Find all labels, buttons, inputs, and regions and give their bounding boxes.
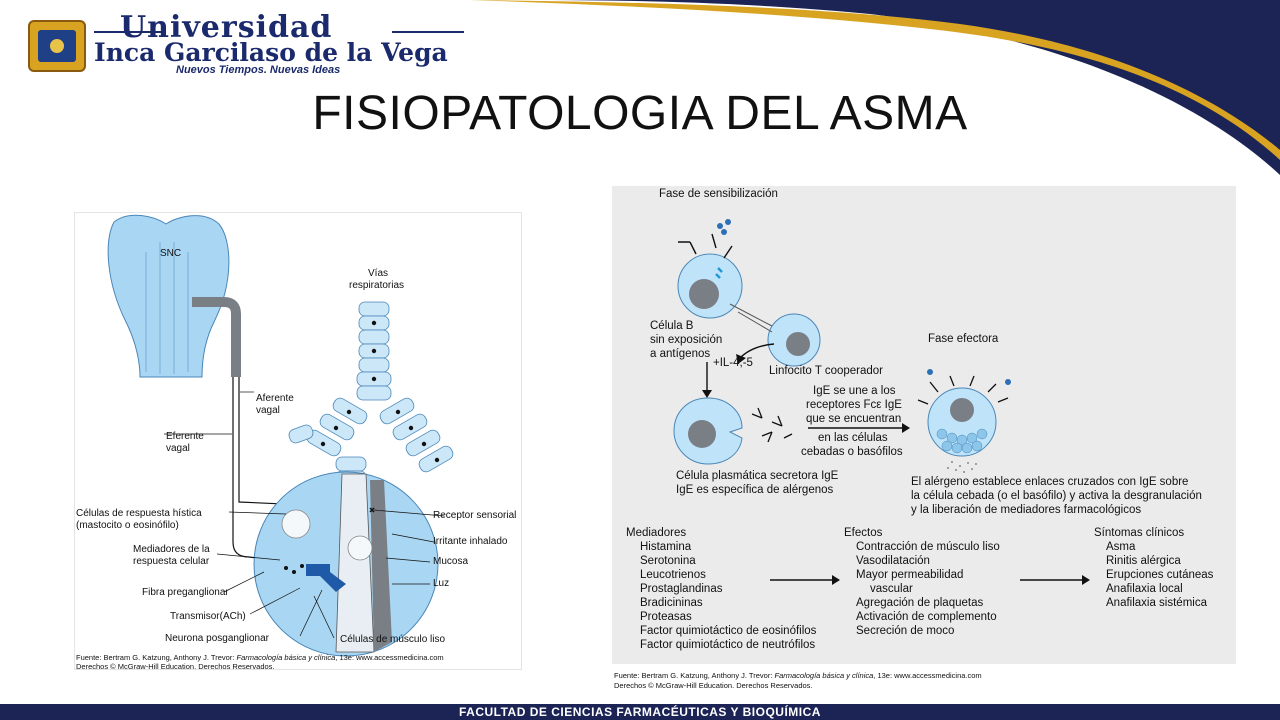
footer-bar [0,704,1280,720]
university-name: Universidad [120,10,333,45]
label-receptor: Receptor sensorial [433,510,517,521]
label-linfocito: Linfocito T cooperador [769,365,884,377]
label-mucosa: Mucosa [433,556,469,567]
list-item: Activación de complemento [856,611,997,623]
efectos-title: Efectos [844,527,883,539]
university-logo [28,20,86,72]
list-item: Bradicininas [640,597,703,609]
right-copyright-line: Derechos © McGraw-Hill Education. Derech… [614,681,813,690]
label-aferente-vagal: vagal [256,405,280,416]
left-source-line: Fuente: Bertram G. Katzung, Anthony J. T… [76,653,444,662]
slide-title: FISIOPATOLOGIA DEL ASMA [312,87,968,140]
list-item: Prostaglandinas [640,583,723,595]
label-mastocito: (mastocito o eosinófilo) [76,520,179,531]
right-source-line: Fuente: Bertram G. Katzung, Anthony J. T… [614,671,982,680]
list-item: Anafilaxia sistémica [1106,597,1207,609]
label-snc: SNC [160,248,182,259]
list-item: Serotonina [640,555,696,567]
list-item: Vasodilatación [856,555,930,567]
list-item: Erupciones cutáneas [1106,569,1214,581]
label-transmisor: Transmisor(ACh) [170,611,246,622]
label-ige-especifica: IgE es específica de alérgenos [676,484,834,496]
list-item: Proteasas [640,611,692,623]
label-eferente-vagal: vagal [166,443,190,454]
list-item: vascular [870,583,913,595]
sintomas-list: Asma Rinitis alérgica Erupciones cutánea… [1106,540,1213,610]
list-item: Anafilaxia local [1106,583,1183,595]
mediadores-title: Mediadores [626,527,687,539]
label-alergeno-1: El alérgeno establece enlaces cruzados c… [911,476,1189,488]
header-rule [94,31,164,33]
label-fase-efectora: Fase efectora [928,333,999,345]
university-slogan: Nuevos Tiempos. Nuevas Ideas [176,64,341,76]
label-respuesta-celular: respuesta celular [133,556,210,567]
label-fase-sensibilizacion: Fase de sensibilización [659,188,778,200]
label-neurona: Neurona posganglionar [165,633,269,644]
label-celula-b: Célula B [650,320,694,332]
label-mediadores: Mediadores de la [133,544,210,555]
list-item: Histamina [640,541,692,553]
label-sin-exposicion: sin exposición [650,334,723,346]
list-item: Agregación de plaquetas [856,597,984,609]
sintomas-title: Síntomas clínicos [1094,527,1185,539]
label-aferente: Aferente [256,393,294,404]
label-ige-une-4: en las células [818,432,888,444]
label-ige-une-1: IgE se une a los [813,385,896,397]
list-item: Rinitis alérgica [1106,555,1181,567]
header-swoosh [430,0,1280,175]
header-rule [392,31,464,33]
immune-response-diagram [673,219,1090,585]
label-celulas-respuesta: Células de respuesta hística [76,508,202,519]
label-alergeno-2: la célula cebada (o el basófilo) y activ… [911,490,1202,502]
label-plasmatica: Célula plasmática secretora IgE [676,470,839,482]
label-luz: Luz [433,578,450,589]
footer-faculty: FACULTAD DE CIENCIAS FARMACÉUTICAS Y BIO… [459,705,821,719]
list-item: Secreción de moco [856,625,955,637]
list-item: Factor quimiotáctico de eosinófilos [640,625,817,637]
list-item: Leucotrienos [640,569,706,581]
label-respiratorias: respiratorias [349,280,405,291]
list-item: Factor quimiotáctico de neutrófilos [640,639,816,651]
label-ige-une-5: cebadas o basófilos [801,446,903,458]
label-ige-une-3: que se encuentran [806,413,902,425]
list-item: Contracción de músculo liso [856,541,1000,553]
left-copyright-line: Derechos © McGraw-Hill Education. Derech… [76,662,275,671]
label-musculo-liso: Células de músculo liso [340,634,446,645]
mediadores-list: Histamina Serotonina Leucotrienos Prosta… [640,540,816,652]
label-il: +IL-4,-5 [713,357,753,369]
label-eferente: Eferente [166,431,204,442]
label-fibra: Fibra preganglionar [142,587,229,598]
label-ige-une-2: receptores Fcε IgE [806,399,902,411]
label-antigenos: a antígenos [650,348,711,360]
neural-pathway-diagram [107,214,454,657]
list-item: Mayor permeabilidad [856,569,964,581]
label-alergeno-3: y la liberación de mediadores farmacológ… [911,504,1142,516]
label-irritante: Irritante inhalado [433,536,508,547]
list-item: Asma [1106,541,1136,553]
label-vias: Vías [368,268,389,279]
efectos-list: Contracción de músculo liso Vasodilataci… [856,540,1000,638]
right-source-box [612,664,1236,690]
university-subname: Inca Garcilaso de la Vega [94,38,448,67]
